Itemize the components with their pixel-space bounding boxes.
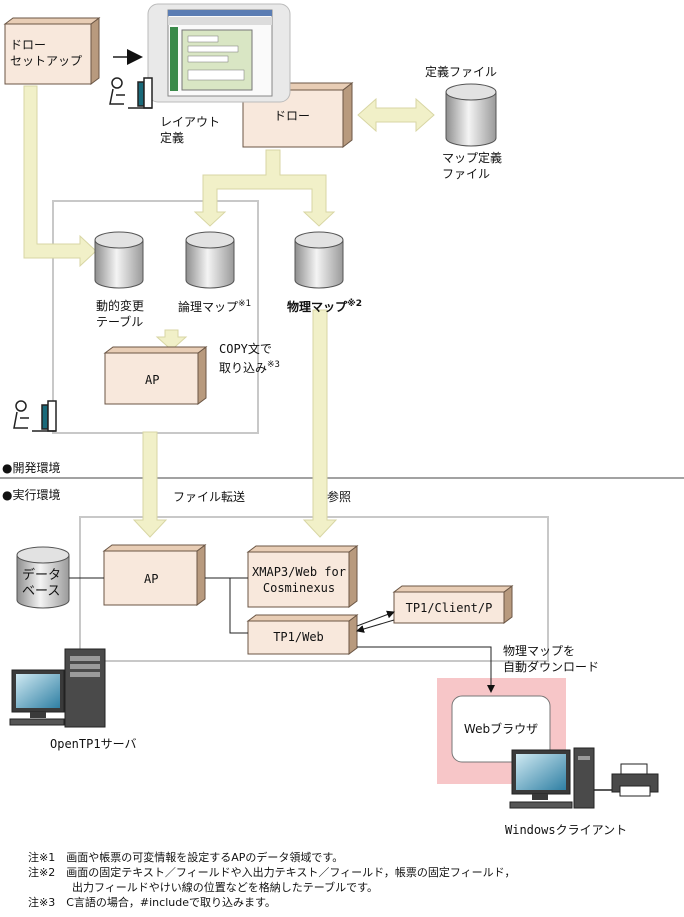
xmap-box: [246, 545, 359, 608]
dynamic-table-cylinder: [94, 231, 144, 289]
xmap-label: XMAP3/Web for Cosminexus: [252, 565, 346, 595]
definition-file-caption: 定義ファイル: [425, 65, 498, 79]
logical-map-label: 論理マップ※1: [178, 299, 252, 314]
runtime-env-heading: ●実行環境: [2, 488, 61, 502]
database-label: データ ベース: [22, 568, 62, 599]
draw-to-maps-arrow: [193, 149, 336, 227]
logical-map-cylinder: [185, 231, 235, 289]
user-at-terminal-icon-2: [13, 400, 57, 432]
server-caption: OpenTP1サーバ: [50, 737, 137, 751]
ap-dev-label: AP: [145, 373, 160, 387]
physical-map-cylinder: [294, 231, 344, 289]
ap-dev-box: [103, 346, 208, 405]
footnote-2-continued: 出力フィールドやけい線の位置などを格納したテーブルです。: [28, 881, 379, 894]
physical-map-label: 物理マップ※2: [287, 299, 363, 314]
draw-setup-box: [3, 17, 101, 85]
footnote-3: 注※3 C言語の場合，#includeで取り込みます。: [28, 896, 276, 909]
tp1-client-label: TP1/Client/P: [405, 601, 493, 615]
draw-setup-label: ドロー セットアップ: [10, 38, 83, 68]
auto-download-connector: [357, 646, 495, 693]
dynamic-table-label: 動的変更 テーブル: [96, 299, 145, 329]
file-transfer-label: ファイル転送: [173, 490, 246, 504]
editor-window-icon: [147, 3, 291, 103]
server-pc-icon: [9, 648, 106, 728]
reference-label: 参照: [327, 490, 352, 504]
footnote-1: 注※1 画面や帳票の可変情報を設定するAPのデータ領域です。: [28, 851, 344, 864]
tp1-client-box: [392, 585, 514, 624]
user-at-terminal-icon: [109, 77, 153, 109]
reference-arrow: [302, 309, 338, 538]
logical-to-ap-arrow: [155, 329, 188, 351]
auto-download-label: 物理マップを 自動ダウンロード: [503, 644, 600, 674]
footnotes: 注※1 画面や帳票の可変情報を設定するAPのデータ領域です。 注※2 画面の固定…: [28, 850, 515, 910]
ap-runtime-label: AP: [144, 572, 159, 586]
dev-env-heading: ●開発環境: [2, 461, 61, 475]
client-caption: Windowsクライアント: [505, 823, 628, 837]
client-pc-icon: [509, 747, 612, 809]
client-tp1web-connector: [356, 619, 395, 633]
web-browser-label: Webブラウザ: [463, 722, 539, 736]
setup-to-dynamic-table-arrow: [23, 85, 97, 268]
web-browser-box: [451, 695, 551, 763]
database-cylinder: [16, 546, 70, 609]
tp1web-client-connector: [356, 610, 395, 627]
ap-tp1web-connector: [229, 578, 248, 634]
file-transfer-arrow: [132, 431, 168, 538]
map-def-file-cylinder: [445, 83, 497, 147]
draw-def-file-double-arrow: [357, 97, 435, 133]
ap-runtime-box: [102, 544, 207, 606]
tp1-web-box: [246, 614, 359, 655]
tp1-web-label: TP1/Web: [273, 630, 324, 644]
footnote-2: 注※2 画面の固定テキスト／フィールドや入出力テキスト／フィールド，帳票の固定フ…: [28, 866, 516, 879]
copy-import-label: COPY文で 取り込み※3: [219, 342, 280, 375]
printer-icon: [611, 763, 659, 797]
draw-label: ドロー: [274, 109, 311, 123]
layout-definition-label: レイアウト 定義: [160, 115, 221, 145]
map-definition-file-label: マップ定義 ファイル: [442, 151, 503, 181]
